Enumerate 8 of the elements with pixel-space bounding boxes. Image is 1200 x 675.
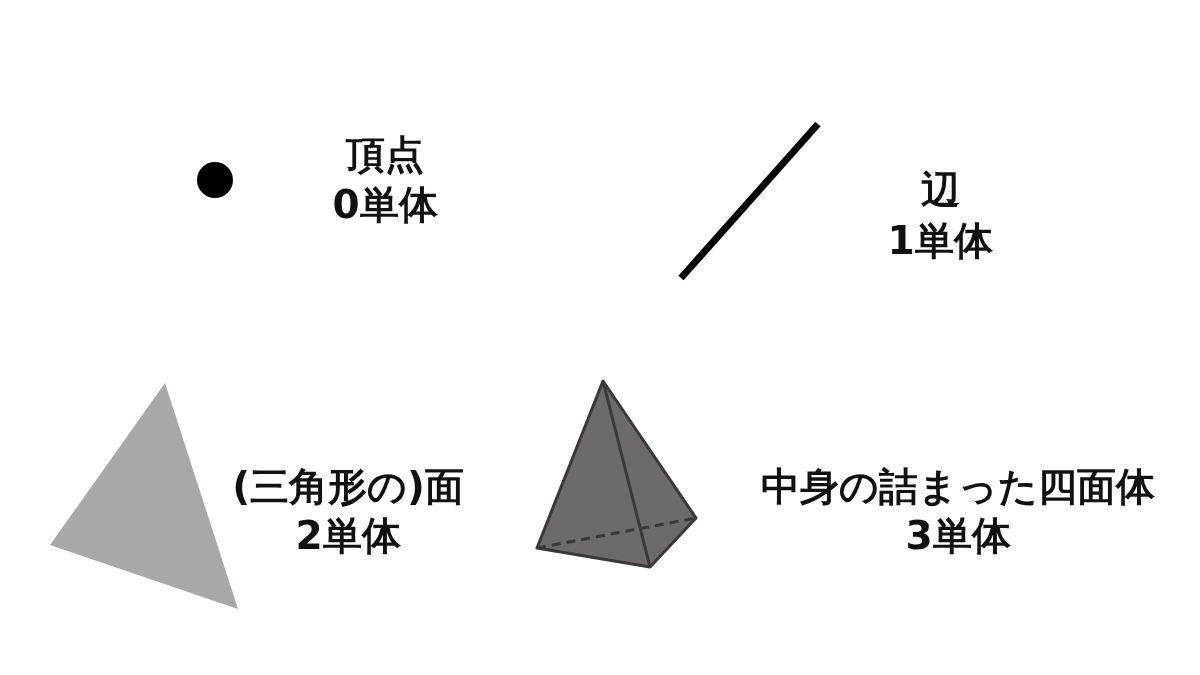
simplex-dimension-label: 3単体 <box>905 512 1011 560</box>
term-label: 頂点 <box>346 131 424 179</box>
term-label: (三角形の)面 <box>232 463 464 511</box>
term-label: 中身の詰まった四面体 <box>761 463 1155 511</box>
term-label: 辺 <box>920 166 960 214</box>
simplex-dimension-label: 0単体 <box>332 181 438 229</box>
simplex-dimension-label: 1単体 <box>887 217 993 265</box>
simplex-dimension-label: 2単体 <box>295 512 401 560</box>
